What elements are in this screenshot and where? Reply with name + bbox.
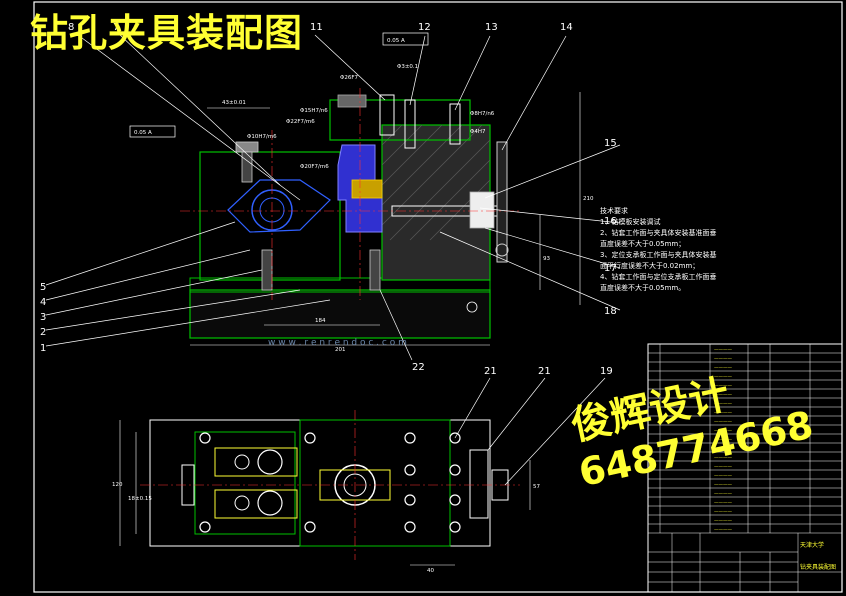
balloon-5: 5 — [40, 282, 46, 293]
tech-item: 1、钻模板安装调试 — [600, 218, 661, 226]
tolerance-2: 0.05 A — [134, 130, 152, 136]
handwheel-hub — [469, 191, 495, 229]
balloon-11: 11 — [310, 22, 323, 33]
dim-17: 40 — [427, 568, 434, 574]
handle-bar — [496, 141, 508, 263]
balloon-3: 3 — [40, 312, 46, 323]
svg-text:————: ———— — [714, 501, 733, 506]
balloon-17: 17 — [604, 263, 617, 274]
drill-plate — [329, 99, 471, 141]
dim-10: 184 — [315, 318, 326, 324]
balloon-21b: 21 — [538, 366, 551, 377]
balloon-2: 2 — [40, 327, 46, 338]
clamp-arm — [227, 179, 331, 233]
svg-text:————: ———— — [714, 420, 733, 425]
dim-14: 120 — [112, 482, 123, 488]
dim-fit-2: Φ26F7 — [340, 75, 358, 81]
dim-fit-1: Φ15H7/n6 — [300, 108, 328, 114]
front-view — [45, 32, 621, 361]
balloon-22: 22 — [412, 362, 425, 373]
tech-heading: 技术要求 — [600, 207, 628, 215]
balloon-12: 12 — [418, 22, 431, 33]
dim-fit-5: Φ20F7/m6 — [300, 164, 329, 170]
svg-text:————: ———— — [714, 528, 733, 533]
svg-text:————: ———— — [714, 456, 733, 461]
base-bolt-left — [261, 249, 273, 291]
svg-text:————: ———— — [714, 510, 733, 515]
svg-text:————: ———— — [714, 483, 733, 488]
tech-item: 直度误差不大于0.05mm； — [600, 240, 686, 248]
svg-text:————: ———— — [714, 375, 733, 380]
locating-pin — [351, 179, 383, 199]
balloon-19: 19 — [600, 366, 613, 377]
drawing-border — [33, 1, 843, 593]
svg-text:————: ———— — [714, 411, 733, 416]
balloon-13: 13 — [485, 22, 498, 33]
balloon-14: 14 — [560, 22, 573, 33]
tech-item: 2、钻套工作面与夹具体安装基准面垂 — [600, 229, 717, 237]
balloon-15: 15 — [604, 138, 617, 149]
dim-12: 210 — [583, 196, 594, 202]
parts-list: ———— ———— ———— ———— ———— ———— ———— ———— ————… — [647, 343, 843, 593]
balloon-1: 1 — [40, 343, 46, 354]
dim-8: Φ3±0.1 — [397, 64, 418, 70]
balloon-16: 16 — [604, 216, 617, 227]
balloon-18: 18 — [604, 306, 617, 317]
svg-text:————: ———— — [714, 384, 733, 389]
svg-text:————: ———— — [714, 465, 733, 470]
title-block-school: 天津大学 — [800, 542, 825, 549]
dim-9: 43±0.01 — [222, 100, 246, 106]
drawing-title: 钻孔夹具装配图 — [30, 11, 304, 55]
tech-item: 3、定位支承板工作面与夹具体安装基 — [600, 251, 717, 259]
svg-text:————: ———— — [714, 492, 733, 497]
dim-13: 93 — [543, 256, 550, 262]
svg-text:————: ———— — [714, 474, 733, 479]
dim-16: 57 — [533, 484, 540, 490]
tolerance-1: 0.05 A — [387, 38, 405, 44]
tolerance-frame-left — [129, 125, 176, 138]
svg-text:————: ———— — [714, 438, 733, 443]
dim-fit-3: Φ10H7/m6 — [247, 134, 277, 140]
site-watermark: w w w . r e n r e n d o c . c o m — [268, 338, 407, 348]
plan-view — [119, 377, 606, 566]
tolerance-frame-top — [382, 32, 429, 46]
dim-15: 18±0.15 — [128, 496, 152, 502]
svg-text:————: ———— — [714, 393, 733, 398]
svg-text:————: ———— — [714, 348, 733, 353]
dim-fit-4: Φ22F7/m6 — [286, 119, 315, 125]
technical-requirements: 技术要求 1、钻模板安装调试 2、钻套工作面与夹具体安装基准面垂 直度误差不大于… — [600, 206, 780, 294]
balloon-7: 7 — [113, 22, 119, 33]
balloon-4: 4 — [40, 297, 46, 308]
svg-text:————: ———— — [714, 447, 733, 452]
svg-text:————: ———— — [714, 366, 733, 371]
balloon-21a: 21 — [484, 366, 497, 377]
dim-fit-6: Φ8H7/n6 — [470, 111, 495, 117]
svg-text:————: ———— — [714, 519, 733, 524]
drill-bushing — [337, 94, 367, 108]
dim-11: 201 — [335, 347, 346, 353]
base-bolt-right — [369, 249, 381, 291]
title-block-drawing-name: 钻夹具装配图 — [800, 564, 837, 571]
svg-text:————: ———— — [714, 402, 733, 407]
svg-text:————: ———— — [714, 357, 733, 362]
tech-item: 面平行度误差不大于0.02mm； — [600, 262, 700, 270]
dim-fit-7: Φ4H7 — [470, 129, 486, 135]
tech-item: 4、钻套工作面与定位支承板工作面垂 — [600, 273, 717, 281]
base-plate — [189, 289, 491, 339]
tech-item: 直度误差不大于0.05mm。 — [600, 284, 686, 292]
svg-text:————: ———— — [714, 429, 733, 434]
balloon-8: 8 — [68, 22, 74, 33]
